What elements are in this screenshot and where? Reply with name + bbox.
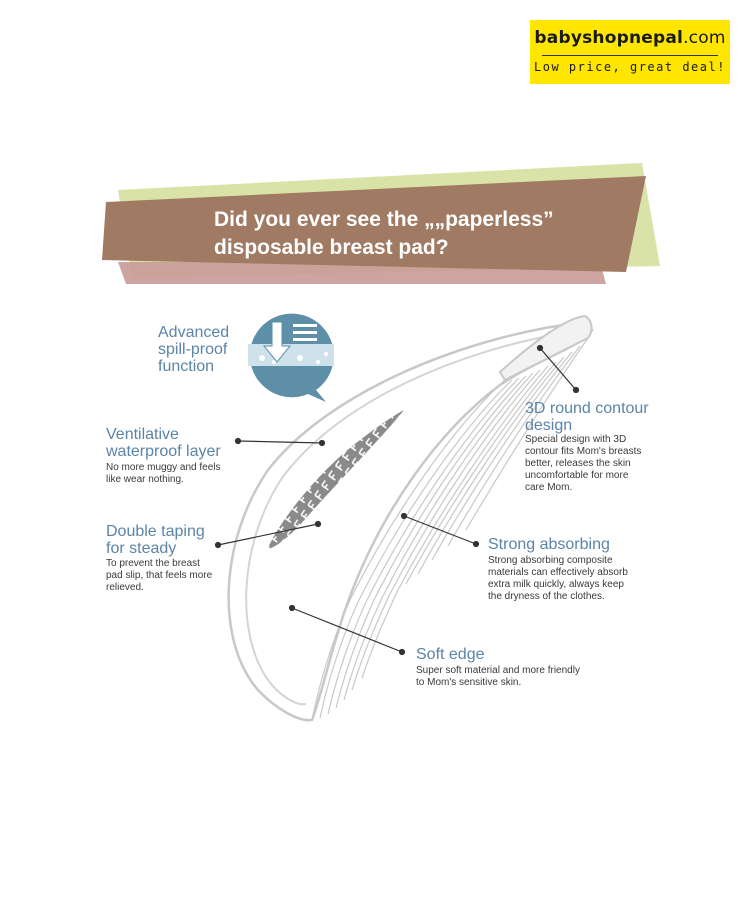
absorbing-desc: Strong absorbing composite materials can… — [488, 555, 628, 602]
banner-brown-strip — [102, 176, 646, 272]
title-line-1: Did you ever see the „„paperless” — [214, 208, 554, 231]
contour-label: 3D round contour design — [525, 400, 649, 434]
ventilative-desc: No more muggy and feels like wear nothin… — [106, 462, 221, 485]
brand-name: babyshopnepal.com — [534, 28, 726, 48]
page-title: Did you ever see the „„paperless” dispos… — [214, 206, 634, 262]
pad-inner-outline — [245, 331, 571, 706]
spill-proof-label: Advanced spill-proof function — [158, 324, 230, 375]
brand-divider — [542, 55, 718, 56]
absorbing-layers — [311, 337, 589, 721]
taping-label: Double taping for steady — [106, 523, 205, 557]
pad-outer-shell — [227, 320, 594, 722]
taping-desc: To prevent the breast pad slip, that fee… — [106, 558, 213, 593]
pad-top-cap — [498, 314, 593, 382]
spill-proof-icon — [248, 313, 334, 402]
brand-tagline: Low price, great deal! — [534, 60, 726, 74]
leader-lines — [214, 344, 580, 656]
absorbing-label: Strong absorbing — [488, 536, 610, 553]
softedge-label: Soft edge — [416, 646, 485, 663]
contour-desc: Special design with 3D contour fits Mom'… — [525, 434, 642, 493]
double-tape-patch — [268, 410, 404, 549]
brand-logo[interactable]: babyshopnepal.com Low price, great deal! — [530, 20, 730, 84]
title-line-2: disposable breast pad? — [214, 236, 449, 259]
ventilative-label: Ventilative waterproof layer — [106, 426, 221, 460]
softedge-desc: Super soft material and more friendly to… — [416, 665, 580, 688]
